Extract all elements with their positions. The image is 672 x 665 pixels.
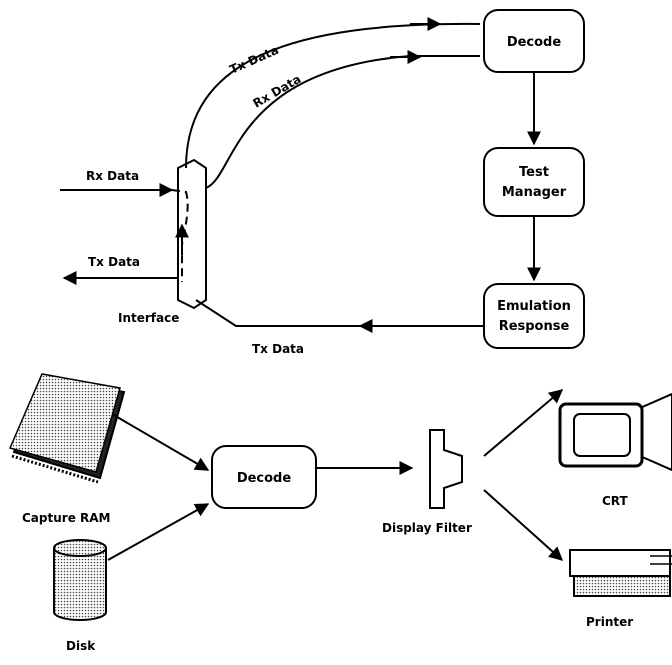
filter-to-printer-arrow (483, 489, 564, 561)
filter-to-crt-arrow (483, 389, 564, 457)
printer-label: Printer (586, 615, 633, 629)
bottom-diagram-text: Capture RAM Disk Decode Display Filter C… (22, 471, 633, 653)
tx-data-return-line (195, 299, 364, 327)
capture-to-decode-arrow (111, 413, 210, 471)
decode-box-top-label: Decode (507, 35, 562, 50)
capture-ram-icon (8, 373, 126, 484)
printer-icon (569, 549, 672, 597)
emulation-line1: Emulation (497, 299, 571, 314)
decode-box-bottom-label: Decode (237, 471, 292, 486)
display-filter-label: Display Filter (382, 521, 472, 535)
crt-icon (558, 392, 672, 472)
tx-data-curve (185, 22, 481, 169)
test-manager-line1: Test (519, 165, 549, 180)
rx-data-curve (205, 55, 480, 189)
tx-data-bottom-label: Tx Data (252, 342, 304, 356)
disk-icon (53, 539, 107, 621)
crt-label: CRT (602, 494, 629, 508)
bottom-diagram (8, 373, 672, 621)
rx-data-in-label: Rx Data (86, 169, 139, 183)
tx-data-upper-label: Tx Data (228, 43, 281, 77)
decode-box-bottom (211, 445, 317, 509)
display-filter-icon (429, 429, 463, 509)
capture-ram-label: Capture RAM (22, 511, 110, 525)
disk-label: Disk (66, 639, 96, 653)
emulation-response-box (483, 283, 585, 349)
disk-to-decode-arrow (107, 503, 210, 561)
emulation-line2: Response (499, 319, 570, 334)
test-manager-line2: Manager (502, 185, 567, 200)
top-diagram (60, 9, 585, 349)
interface-block (177, 158, 207, 310)
test-manager-box (483, 147, 585, 217)
tx-data-out-label: Tx Data (88, 255, 140, 269)
rx-data-upper-label: Rx Data (251, 72, 304, 111)
interface-label: Interface (118, 311, 179, 325)
